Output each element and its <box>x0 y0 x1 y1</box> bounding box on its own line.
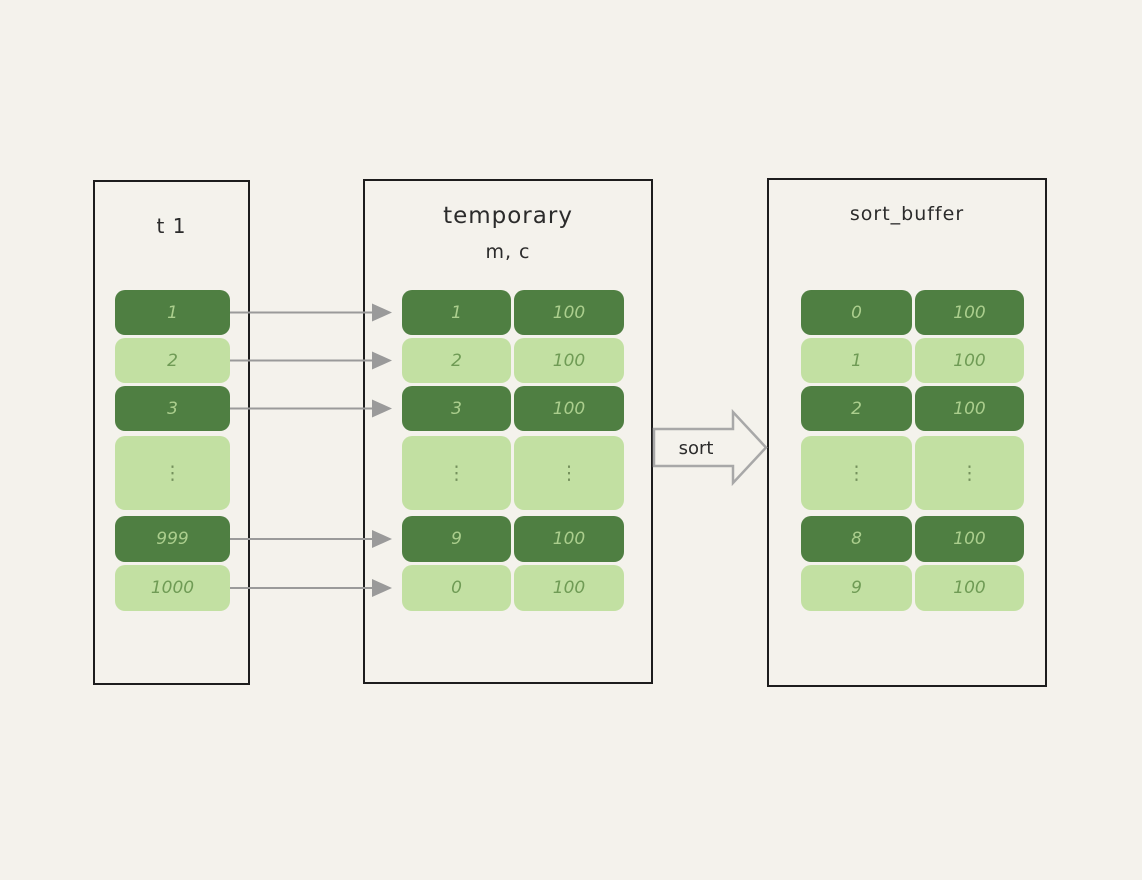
sort-buffer-row-m-cell: ⋮ <box>801 436 912 510</box>
temporary-title: temporary <box>443 203 573 229</box>
temporary-row-m-cell-value: 1 <box>451 302 462 323</box>
temporary-row-m-cell: 9 <box>402 516 511 562</box>
sort-buffer-row-c-cell: 100 <box>915 290 1024 335</box>
temporary-row-c-cell: ⋮ <box>514 436 624 510</box>
t1-row: ⋮ <box>115 436 230 510</box>
sort-buffer-box <box>767 178 1047 687</box>
sort-buffer-row-m-cell-value: 2 <box>851 398 862 419</box>
temporary-row-c-cell-value: 100 <box>552 302 586 323</box>
sort-buffer-row-m-cell-value: 0 <box>851 302 862 323</box>
temporary-row-m-cell-value: 2 <box>451 350 462 371</box>
temporary-row-m-cell-value: 0 <box>451 578 462 598</box>
sort-buffer-row-c-cell-value: 100 <box>953 350 986 371</box>
sort-buffer-row-m-cell: 2 <box>801 386 912 431</box>
temporary-row-c-cell-value: 100 <box>552 398 586 419</box>
t1-row: 2 <box>115 338 230 383</box>
t1-row: 1000 <box>115 565 230 611</box>
temporary-row-c-cell: 100 <box>514 290 624 335</box>
t1-row-value: 999 <box>156 529 189 549</box>
sort-buffer-row-m-cell: 1 <box>801 338 912 383</box>
t1-row-value: 3 <box>167 398 178 419</box>
t1-row-value: 1 <box>167 302 178 323</box>
temporary-row-m-cell: ⋮ <box>402 436 511 510</box>
temporary-row-m-cell: 2 <box>402 338 511 383</box>
t1-row: 3 <box>115 386 230 431</box>
temporary-row-m-cell: 0 <box>402 565 511 611</box>
sort-buffer-row-m-cell: 0 <box>801 290 912 335</box>
sort-buffer-row-c-cell: 100 <box>915 338 1024 383</box>
t1-row: 1 <box>115 290 230 335</box>
temporary-row-c-cell-value: 100 <box>552 350 586 371</box>
temporary-row-m-cell: 3 <box>402 386 511 431</box>
sort-buffer-row-c-cell: ⋮ <box>915 436 1024 510</box>
sort-buffer-row-m-cell: 9 <box>801 565 912 611</box>
sort-buffer-row-c-cell: 100 <box>915 516 1024 562</box>
sort-buffer-row-m-cell-value: ⋮ <box>847 461 866 484</box>
temporary-row-m-cell-value: ⋮ <box>447 461 466 484</box>
sort-buffer-title: sort_buffer <box>849 203 965 225</box>
sort-buffer-row-m-cell-value: 1 <box>851 350 862 371</box>
sort-buffer-row-c-cell-value: ⋮ <box>960 461 979 484</box>
temporary-row-c-cell-value: 100 <box>552 578 586 598</box>
temporary-row-m-cell-value: 3 <box>451 398 462 419</box>
sort-buffer-row-c-cell-value: 100 <box>953 398 986 419</box>
sort-arrow-label: sort <box>679 438 714 459</box>
t1-row-value: ⋮ <box>163 461 182 484</box>
sort-buffer-row-m-cell-value: 8 <box>851 529 862 549</box>
temporary-table-box <box>363 179 653 684</box>
t1-title: t 1 <box>156 214 187 238</box>
temporary-row-m-cell-value: 9 <box>451 529 462 549</box>
temporary-row-c-cell-value: 100 <box>552 529 586 549</box>
sort-buffer-row-m-cell-value: 9 <box>851 578 862 598</box>
sort-buffer-row-c-cell: 100 <box>915 565 1024 611</box>
t1-row-value: 2 <box>167 350 178 371</box>
sort-arrow <box>652 408 768 487</box>
temporary-row-c-cell-value: ⋮ <box>559 461 579 484</box>
t1-table-box <box>93 180 250 685</box>
temporary-row-c-cell: 100 <box>514 386 624 431</box>
temporary-row-c-cell: 100 <box>514 565 624 611</box>
t1-row: 999 <box>115 516 230 562</box>
sort-buffer-row-c-cell-value: 100 <box>953 578 986 598</box>
sort-buffer-row-c-cell-value: 100 <box>953 302 986 323</box>
sort-buffer-row-c-cell-value: 100 <box>953 529 986 549</box>
t1-row-value: 1000 <box>150 578 195 598</box>
temporary-row-m-cell: 1 <box>402 290 511 335</box>
temporary-subtitle: m, c <box>485 241 531 263</box>
temporary-row-c-cell: 100 <box>514 338 624 383</box>
sort-buffer-row-m-cell: 8 <box>801 516 912 562</box>
sort-buffer-row-c-cell: 100 <box>915 386 1024 431</box>
temporary-row-c-cell: 100 <box>514 516 624 562</box>
